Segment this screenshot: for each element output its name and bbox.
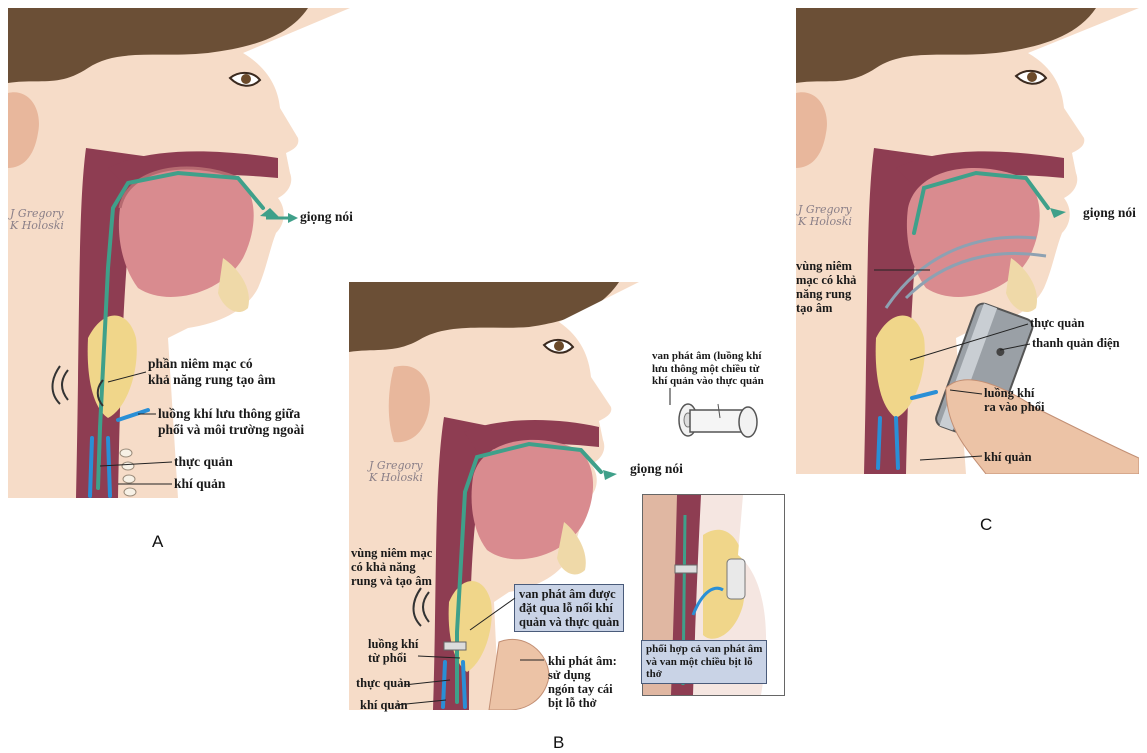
caption-c: C xyxy=(980,515,992,535)
leader-lines-a xyxy=(0,0,350,500)
caption-b: B xyxy=(553,733,564,753)
leader-lines-b xyxy=(340,280,800,720)
leader-lines-c xyxy=(790,250,1050,480)
artist-signature-c: J Gregory K Holoski xyxy=(798,204,852,228)
label-c-voice: giọng nói xyxy=(1083,205,1136,221)
caption-a: A xyxy=(152,532,163,552)
